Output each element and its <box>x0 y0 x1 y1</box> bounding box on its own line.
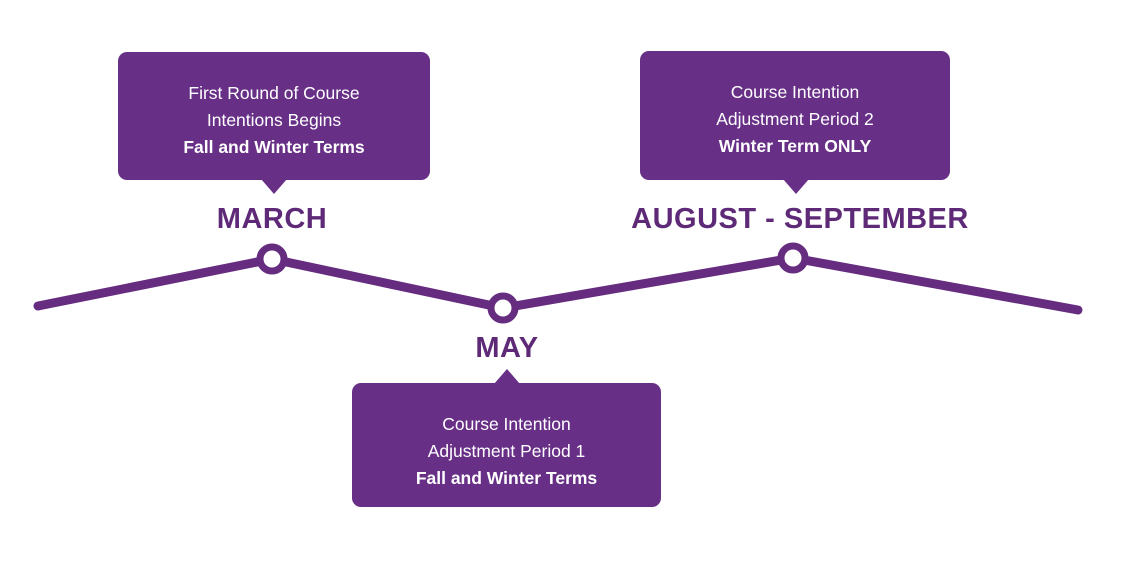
month-label-august-september: AUGUST - SEPTEMBER <box>631 203 969 235</box>
callout-august-september-tail <box>783 179 809 194</box>
callout-may-line1: Course Intention <box>442 414 571 434</box>
month-label-march: MARCH <box>216 203 328 235</box>
timeline-node-march <box>256 243 288 275</box>
callout-august-september-line2: Adjustment Period 2 <box>716 109 874 129</box>
callout-may-line2: Adjustment Period 1 <box>427 441 586 461</box>
month-label-may: MAY <box>475 332 539 364</box>
timeline-node-august-september <box>777 242 809 274</box>
timeline-line <box>33 253 1083 315</box>
callout-march-tail <box>261 179 287 194</box>
callout-march-line1: First Round of Course <box>188 83 360 103</box>
callout-may: Course Intention Adjustment Period 1 Fal… <box>352 369 661 507</box>
callout-august-september-line1: Course Intention <box>730 82 860 102</box>
callout-march-line2: Intentions Begins <box>206 110 342 130</box>
callout-march: First Round of Course Intentions Begins … <box>118 52 430 194</box>
timeline-node-may <box>487 292 519 324</box>
callout-may-terms: Fall and Winter Terms <box>415 468 598 488</box>
callout-may-tail <box>494 369 520 384</box>
callout-august-september-terms: Winter Term ONLY <box>718 136 872 156</box>
callout-march-terms: Fall and Winter Terms <box>183 137 365 157</box>
callout-august-september: Course Intention Adjustment Period 2 Win… <box>640 51 950 194</box>
